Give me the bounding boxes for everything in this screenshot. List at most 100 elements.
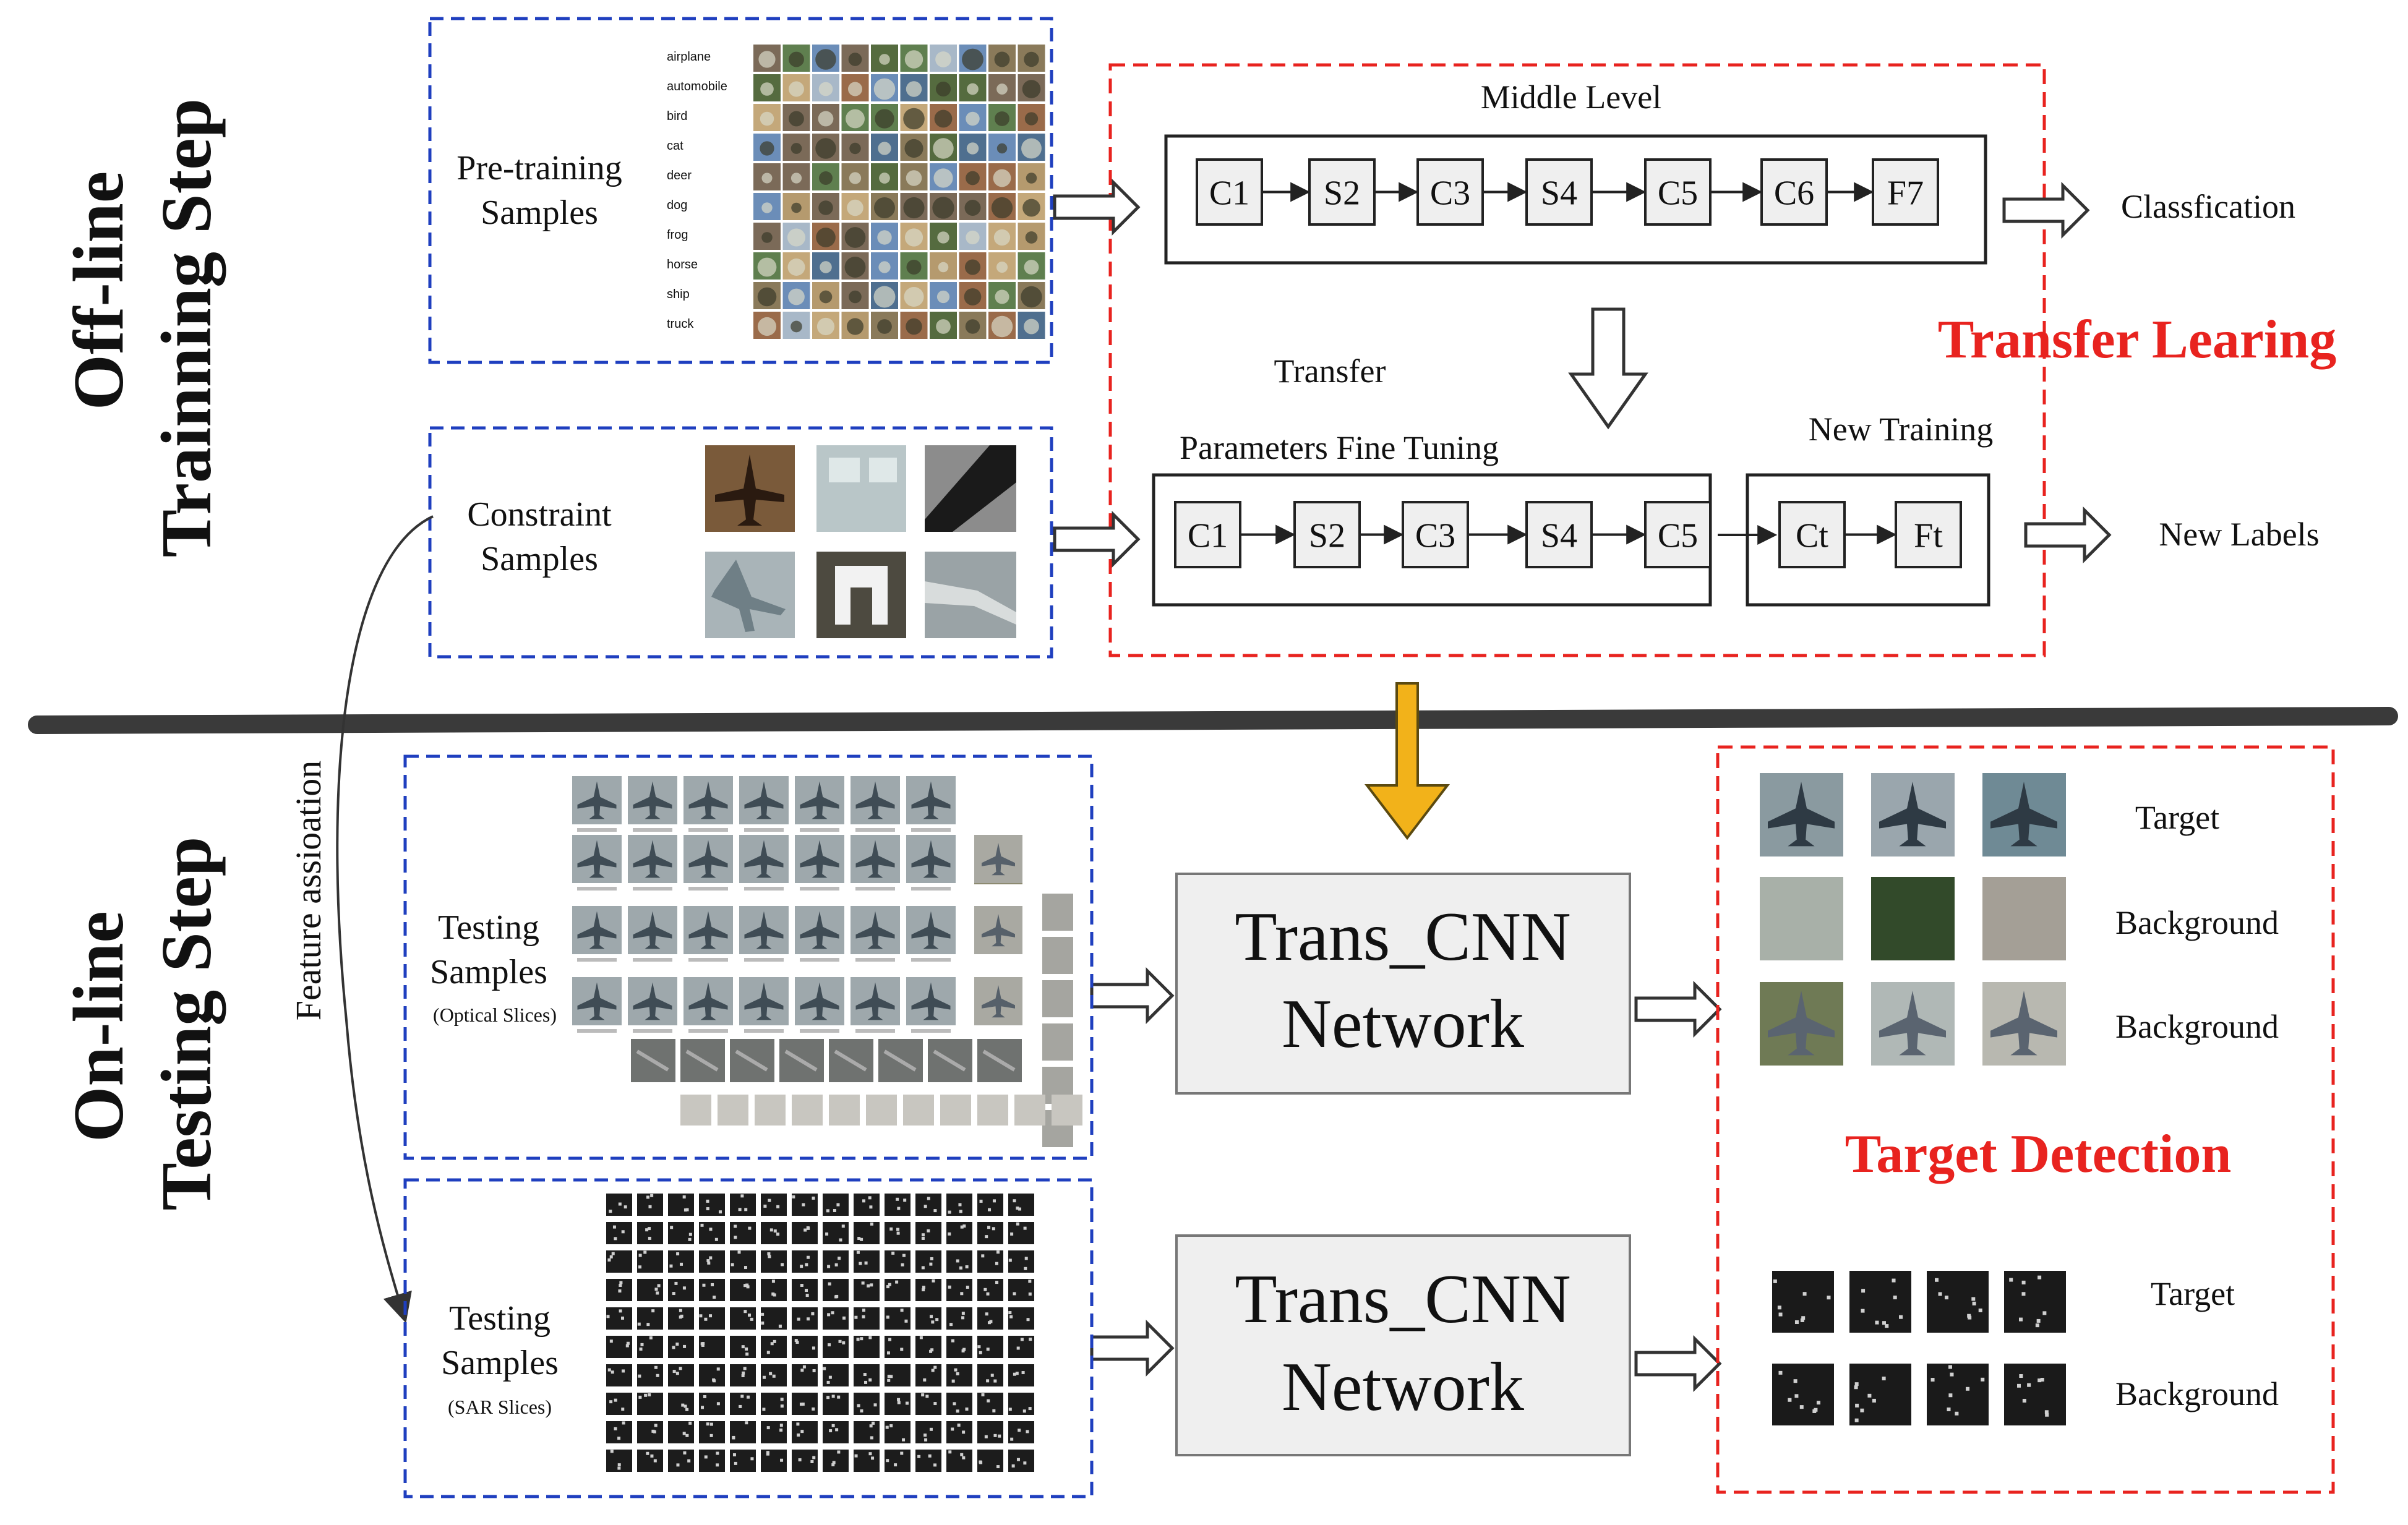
class-label-frog: frog xyxy=(667,228,688,242)
sar-speckle xyxy=(868,1378,872,1382)
sar-speckle xyxy=(685,1208,689,1211)
sar-speckle xyxy=(1016,1346,1020,1350)
sar-speckle xyxy=(928,1454,932,1458)
sar-speckle xyxy=(2044,1410,2049,1414)
cifar-thumb-detail xyxy=(904,286,924,307)
sar-speckle xyxy=(2016,1383,2021,1388)
sar-speckle xyxy=(953,1402,956,1406)
sar-slice xyxy=(699,1364,725,1386)
cifar-thumb-detail xyxy=(993,169,1011,187)
layer-box-f7 xyxy=(1872,158,1939,226)
cifar-thumb-detail xyxy=(873,78,896,100)
sar-speckle xyxy=(713,1296,716,1299)
sar-speckle xyxy=(1855,1403,1859,1408)
sar-speckle xyxy=(769,1372,773,1375)
offline-title-line1: Off-line xyxy=(59,171,139,411)
arrow-to-new-labels xyxy=(2024,506,2112,564)
sar-speckle xyxy=(773,1229,777,1233)
sar-speckle xyxy=(1009,1315,1013,1318)
sar-slice xyxy=(915,1279,941,1301)
sar-slice xyxy=(761,1250,787,1273)
network-bottom-line2: Network xyxy=(1282,1349,1524,1425)
sar-speckle xyxy=(1893,1296,1897,1300)
sar-speckle xyxy=(674,1281,678,1285)
det-optical-row-1-label: Target xyxy=(2135,799,2219,836)
sar-speckle xyxy=(1978,1308,1982,1312)
airplane-icon xyxy=(855,911,895,949)
slice-caption xyxy=(577,828,617,832)
sar-speckle xyxy=(744,1208,748,1211)
sar-speckle xyxy=(713,1379,716,1383)
sar-slice xyxy=(699,1336,725,1358)
airplane-icon xyxy=(577,781,617,819)
slice-caption xyxy=(800,1029,839,1033)
sar-speckle xyxy=(889,1424,893,1428)
sar-slice xyxy=(792,1279,818,1301)
sar-speckle xyxy=(807,1317,810,1321)
sar-speckle xyxy=(985,1312,988,1316)
sar-speckle xyxy=(707,1261,711,1265)
sar-speckle xyxy=(762,1375,766,1379)
sar-speckle xyxy=(1882,1321,1887,1325)
optical-background-slice xyxy=(866,1095,897,1126)
sar-speckle xyxy=(1011,1464,1015,1468)
cifar-thumb-detail xyxy=(789,81,804,97)
sar-speckle xyxy=(2027,1383,2031,1387)
sar-speckle xyxy=(961,1316,965,1320)
sar-speckle xyxy=(672,1292,675,1296)
cifar-thumb-detail xyxy=(844,257,866,278)
sar-speckle xyxy=(896,1228,900,1231)
sar-speckle xyxy=(965,1408,969,1411)
sar-speckle xyxy=(1802,1292,1807,1296)
sar-speckle xyxy=(948,1210,951,1214)
sar-speckle xyxy=(748,1314,752,1317)
optical-background-slice xyxy=(1042,1023,1073,1061)
sar-speckle xyxy=(871,1456,875,1460)
sar-slice xyxy=(915,1364,941,1386)
sar-speckle xyxy=(779,1424,783,1427)
sar-speckle xyxy=(1023,1461,1027,1465)
sar-slice xyxy=(854,1222,880,1244)
sar-speckle xyxy=(794,1339,798,1343)
sar-speckle xyxy=(703,1395,706,1398)
sar-speckle xyxy=(903,1198,907,1202)
sar-slice xyxy=(915,1421,941,1443)
layer-label-s4: S4 xyxy=(1541,174,1577,213)
sar-slice xyxy=(668,1194,694,1216)
sar-speckle xyxy=(886,1315,889,1319)
sar-speckle xyxy=(985,1235,988,1239)
cifar-thumb-detail xyxy=(966,171,980,186)
sar-slice xyxy=(637,1336,663,1358)
sar-speckle xyxy=(709,1314,713,1318)
slice-caption xyxy=(911,1029,951,1033)
sar-slice xyxy=(699,1307,725,1330)
sar-speckle xyxy=(810,1460,814,1464)
cifar-thumb-detail xyxy=(995,111,1009,126)
sar-speckle xyxy=(679,1315,682,1319)
sar-speckle xyxy=(862,1309,865,1312)
sar-speckle xyxy=(743,1310,747,1314)
airplane-icon xyxy=(911,911,951,949)
new-labels-output-label: New Labels xyxy=(2159,516,2319,553)
sar-slice xyxy=(637,1279,663,1301)
airplane-icon xyxy=(855,781,895,819)
sar-speckle xyxy=(977,1345,981,1349)
sar-speckle xyxy=(638,1374,641,1378)
sar-speckle xyxy=(706,1207,709,1211)
sar-speckle xyxy=(743,1284,747,1288)
sar-speckle xyxy=(709,1433,713,1437)
airplane-icon xyxy=(982,914,1015,947)
sar-slice xyxy=(854,1194,880,1216)
sar-slice xyxy=(699,1393,725,1415)
sar-speckle xyxy=(2042,1311,2047,1315)
pretraining-image-grid xyxy=(753,45,1045,339)
sar-speckle xyxy=(607,1368,611,1372)
sar-speckle xyxy=(711,1283,714,1286)
sar-speckle xyxy=(768,1255,771,1258)
airplane-icon xyxy=(688,911,728,949)
slice-caption xyxy=(577,887,617,891)
sar-slice xyxy=(637,1421,663,1443)
sar-speckle xyxy=(742,1371,745,1375)
sar-speckle xyxy=(961,1349,965,1352)
